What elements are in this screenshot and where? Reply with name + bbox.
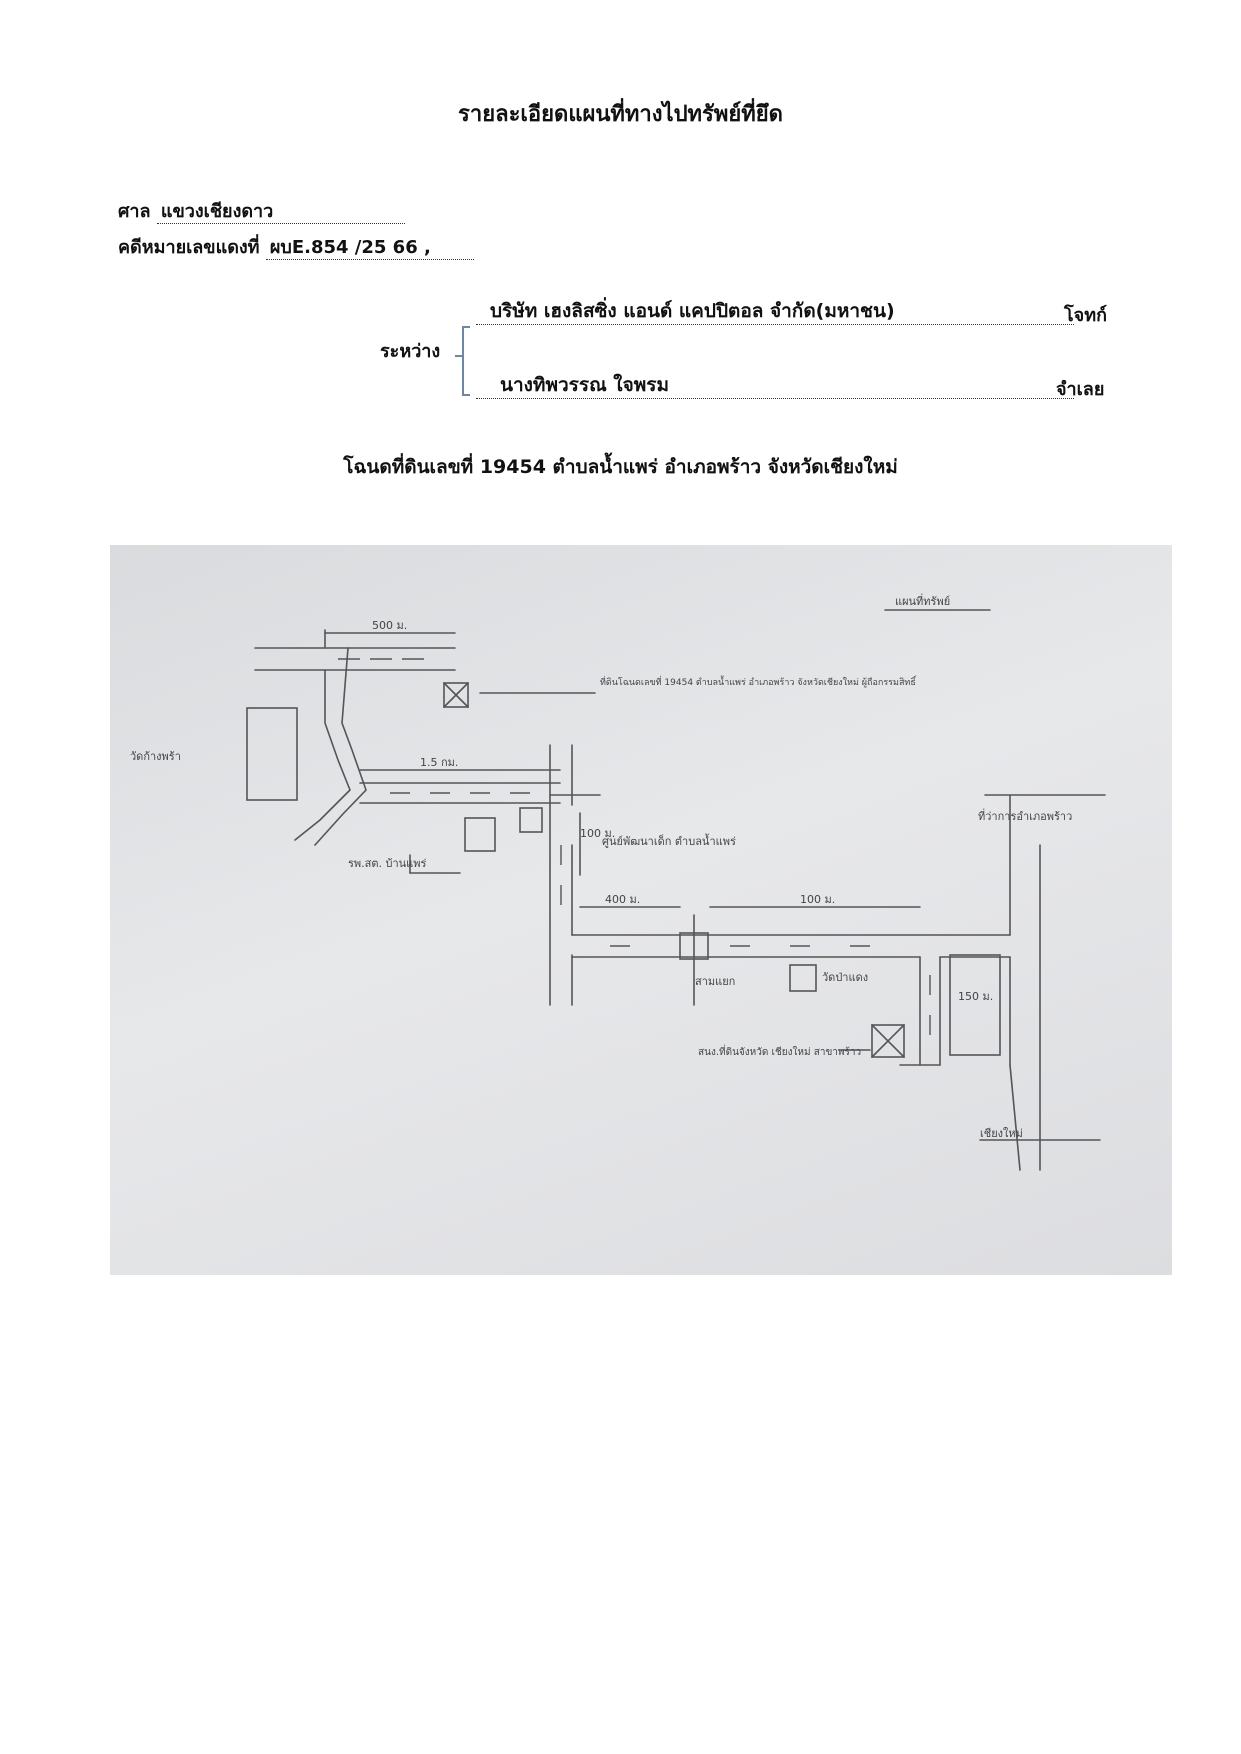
map-distance-vertical: 100 ม. — [580, 827, 615, 840]
case-value: ผบE.854 /25 66 , — [265, 237, 474, 260]
case-label: คดีหมายเลขแดงที่ — [118, 237, 260, 258]
map-health-post: รพ.สต. บ้านแพร่ — [348, 857, 427, 870]
brace-tip — [455, 355, 463, 357]
court-row: ศาล แขวงเชียงดาว — [118, 196, 405, 225]
hand-drawn-map: 500 ม. 1.5 กม. 100 ม. 400 ม. 100 ม. 150 … — [130, 593, 1106, 1171]
map-temple-left: วัดก้างพร้า — [130, 750, 181, 763]
map-temple-right: วัดป่าแดง — [822, 971, 868, 984]
between-label: ระหว่าง — [380, 341, 441, 362]
map-distance-top: 500 ม. — [372, 619, 407, 632]
map-distance-right-vertical: 150 ม. — [958, 990, 993, 1003]
brace-mark — [462, 326, 474, 396]
defendant-name: นางทิพวรรณ ใจพรม — [476, 372, 1074, 399]
plaintiff-name: บริษัท เฮงลิสซิ่ง แอนด์ แคปปิตอล จำกัด(ม… — [476, 298, 1074, 325]
defendant-role: จำเลย — [1056, 379, 1105, 400]
map-land-office: สนง.ที่ดินจังหวัด เชียงใหม่ สาขาพร้าว — [698, 1044, 861, 1058]
map-distance-right-road: 100 ม. — [800, 893, 835, 906]
map-chiangmai: เชียงใหม่ — [980, 1127, 1023, 1140]
document-title: รายละเอียดแผนที่ทางไปทรัพย์ที่ยึด — [458, 102, 783, 127]
court-label: ศาล — [118, 201, 151, 222]
map-center-note: ศูนย์พัฒนาเด็ก ตำบลน้ำแพร่ — [602, 833, 736, 848]
map-distance-mid: 1.5 กม. — [420, 756, 458, 769]
deed-line: โฉนดที่ดินเลขที่ 19454 ตำบลน้ำแพร่ อำเภอ… — [343, 456, 898, 478]
case-number-row: คดีหมายเลขแดงที่ ผบE.854 /25 66 , — [118, 232, 474, 261]
map-property-note: ที่ดินโฉนดเลขที่ 19454 ตำบลน้ำแพร่ อำเภอ… — [600, 675, 917, 688]
map-junction: สามแยก — [695, 975, 735, 988]
map-header: แผนที่ทรัพย์ — [895, 593, 950, 608]
map-photo: 500 ม. 1.5 กม. 100 ม. 400 ม. 100 ม. 150 … — [110, 545, 1172, 1275]
court-value: แขวงเชียงดาว — [156, 201, 405, 224]
map-district-office: ที่ว่าการอำเภอพร้าว — [978, 808, 1072, 823]
plaintiff-role: โจทก์ — [1064, 305, 1107, 326]
map-distance-left-road: 400 ม. — [605, 893, 640, 906]
